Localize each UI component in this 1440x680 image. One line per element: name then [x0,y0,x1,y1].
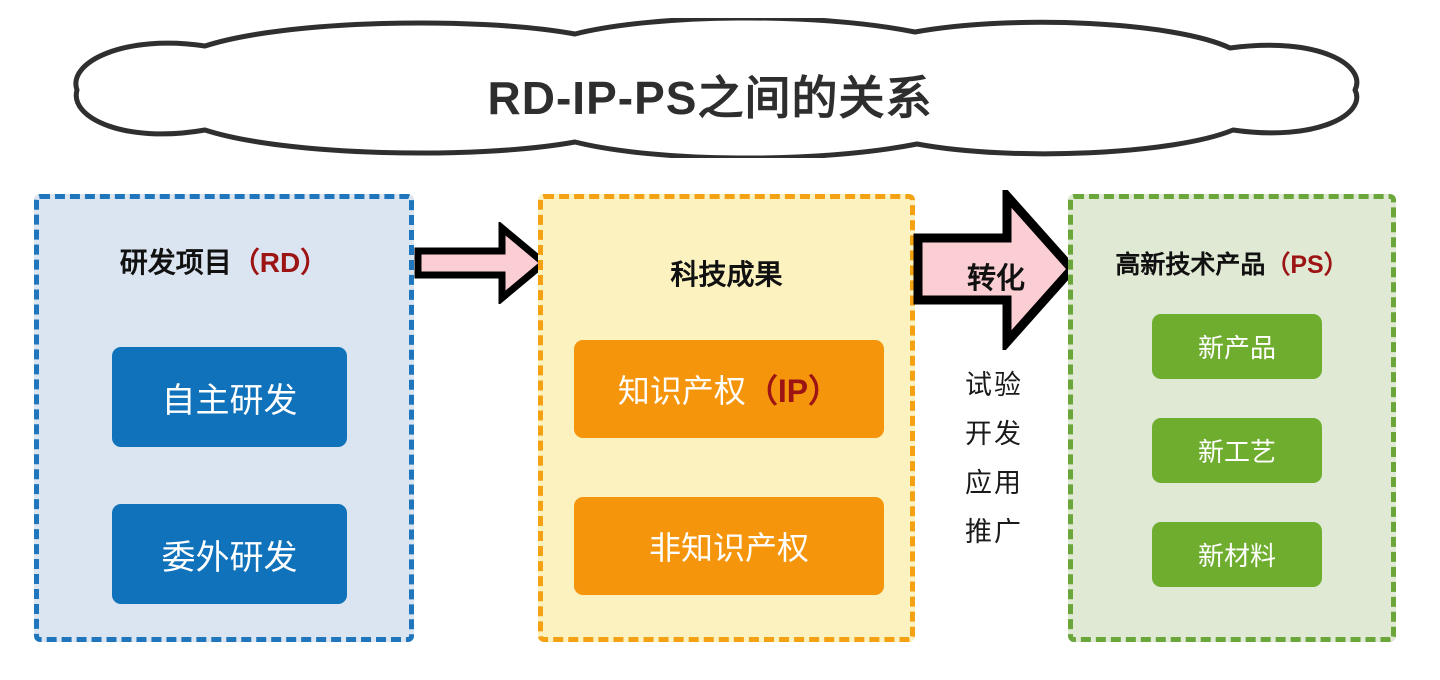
page-title: RD-IP-PS之间的关系 [487,72,933,124]
arrow-rd-to-achievements [414,222,548,304]
chip-non-intellectual-property-label: 非知识产权 [648,530,809,566]
panel-rd-title: 研发项目（RD） [39,241,409,281]
panel-achievements-title-main: 科技成果 [670,259,783,290]
panel-achievements: 科技成果 知识产权（IP） 非知识产权 [538,194,915,642]
chip-non-intellectual-property[interactable]: 非知识产权 [574,497,884,595]
chip-new-material-label: 新材料 [1197,541,1276,571]
panel-ps-title-abbr: （PS） [1265,251,1349,279]
chip-intellectual-property[interactable]: 知识产权（IP） [574,340,884,438]
panel-rd-title-abbr: （RD） [231,247,329,278]
panel-ps-title-main: 高新技术产品 [1115,251,1266,279]
step-item: 推广 [965,517,1023,547]
step-item: 开发 [965,419,1023,449]
chip-outsourced-research[interactable]: 委外研发 [112,504,347,604]
chip-new-material[interactable]: 新材料 [1152,522,1322,587]
panel-achievements-title: 科技成果 [543,253,910,293]
chip-self-research-label: 自主研发 [161,381,298,420]
panel-ps: 高新技术产品（PS） 新产品 新工艺 新材料 [1068,194,1396,642]
title-cloud-shape [55,18,1365,158]
chip-new-technique[interactable]: 新工艺 [1152,418,1322,483]
chip-new-product-label: 新产品 [1197,333,1276,363]
chip-self-research[interactable]: 自主研发 [112,347,347,447]
panel-rd-title-main: 研发项目 [119,247,232,278]
chip-new-product[interactable]: 新产品 [1152,314,1322,379]
chip-intellectual-property-label: 知识产权 [617,373,746,409]
panel-ps-title: 高新技术产品（PS） [1073,245,1391,281]
chip-intellectual-property-abbr: （IP） [745,373,841,409]
arrow-transform-label: 转化 [966,263,1025,295]
step-item: 应用 [965,468,1023,498]
step-item: 试验 [965,370,1023,400]
chip-new-technique-label: 新工艺 [1197,437,1276,467]
arrow-achievements-to-ps [912,190,1077,350]
transformation-steps: 试验 开发 应用 推广 [942,372,1046,568]
chip-outsourced-research-label: 委外研发 [161,538,298,577]
panel-rd: 研发项目（RD） 自主研发 委外研发 [34,194,414,642]
